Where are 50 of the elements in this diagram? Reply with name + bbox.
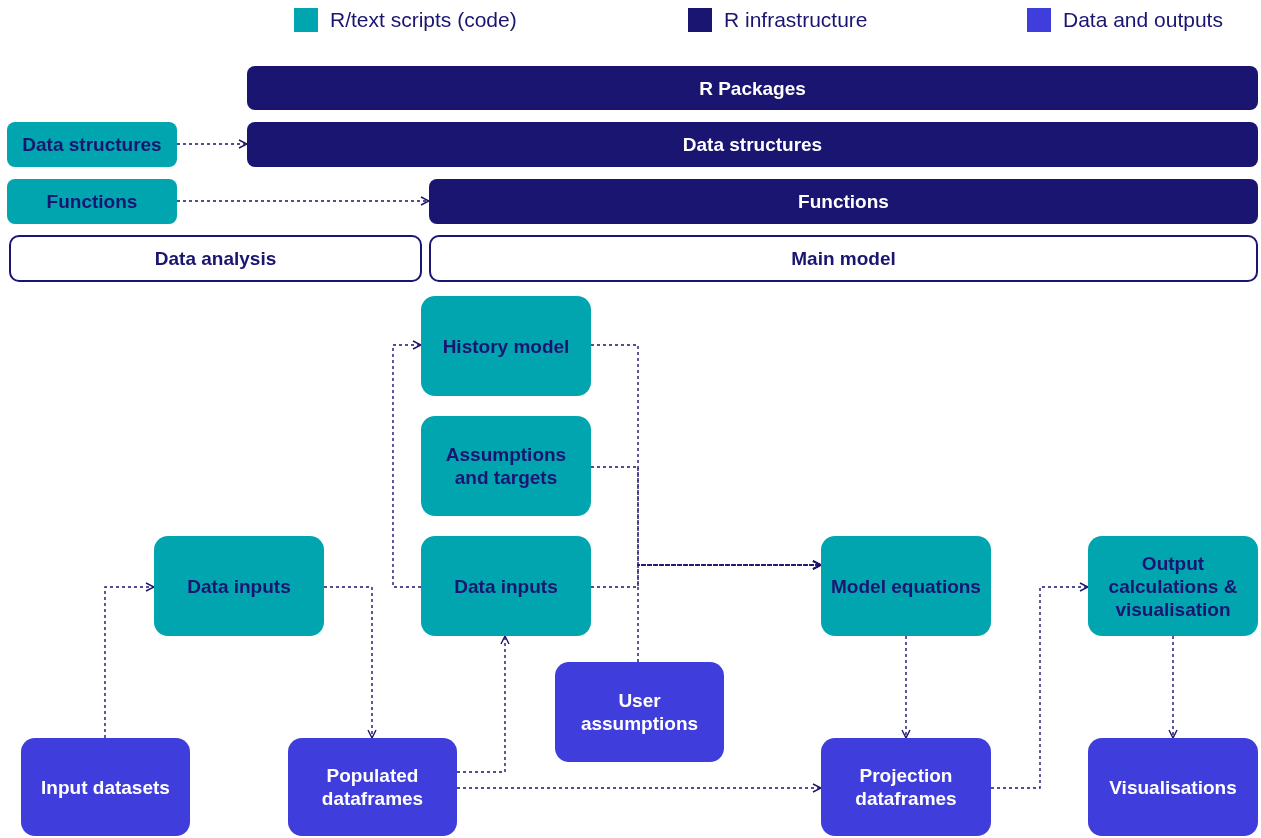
data-box — [288, 738, 457, 836]
node-label: Functions — [45, 190, 139, 213]
infrastructure-bar — [247, 66, 1258, 110]
arrow — [1168, 635, 1178, 739]
arrow — [104, 582, 155, 739]
node-label: History model — [441, 334, 571, 358]
section-box — [9, 235, 422, 282]
script-box — [7, 179, 177, 224]
script-box — [421, 296, 591, 396]
arrow — [323, 586, 377, 739]
node-label: Data inputs — [453, 574, 559, 598]
script-box — [154, 536, 324, 636]
section-box — [429, 235, 1258, 282]
node-label: Model equations — [830, 574, 982, 598]
arrow — [456, 635, 510, 773]
node-label: Data structures — [21, 133, 163, 156]
node-label: Input datasets — [40, 775, 171, 799]
node-label: Functions — [797, 190, 890, 213]
node-label: R Packages — [698, 76, 807, 100]
data-box — [821, 738, 991, 836]
node-label: User assumptions — [579, 689, 700, 735]
node-label: Assumptions and targets — [444, 443, 568, 489]
node-label: Projection dataframes — [854, 764, 958, 810]
node-label: Data inputs — [186, 574, 292, 598]
script-box — [421, 536, 591, 636]
legend-label: R/text scripts (code) — [330, 8, 517, 32]
infrastructure-bar — [429, 179, 1258, 224]
arrow — [176, 196, 430, 206]
infrastructure-bar — [247, 122, 1258, 167]
arrow — [990, 582, 1089, 789]
arrow — [176, 139, 248, 149]
legend-label: Data and outputs — [1063, 8, 1223, 32]
arrow — [392, 340, 422, 588]
arrow — [456, 783, 822, 793]
node-label: Populated dataframes — [320, 764, 425, 810]
node-label: Main model — [790, 247, 897, 270]
script-box — [7, 122, 177, 167]
node-label: Output calculations & visualisation — [1107, 551, 1239, 621]
data-box — [21, 738, 190, 836]
script-box — [821, 536, 991, 636]
script-box — [421, 416, 591, 516]
data-box — [555, 662, 724, 762]
arrow — [637, 560, 822, 663]
data-box — [1088, 738, 1258, 836]
node-label: Data structures — [681, 133, 824, 156]
arrow — [901, 635, 911, 739]
script-box — [1088, 536, 1258, 636]
node-label: Data analysis — [153, 247, 278, 270]
legend-label: R infrastructure — [724, 8, 868, 32]
node-label: Visualisations — [1108, 775, 1238, 799]
